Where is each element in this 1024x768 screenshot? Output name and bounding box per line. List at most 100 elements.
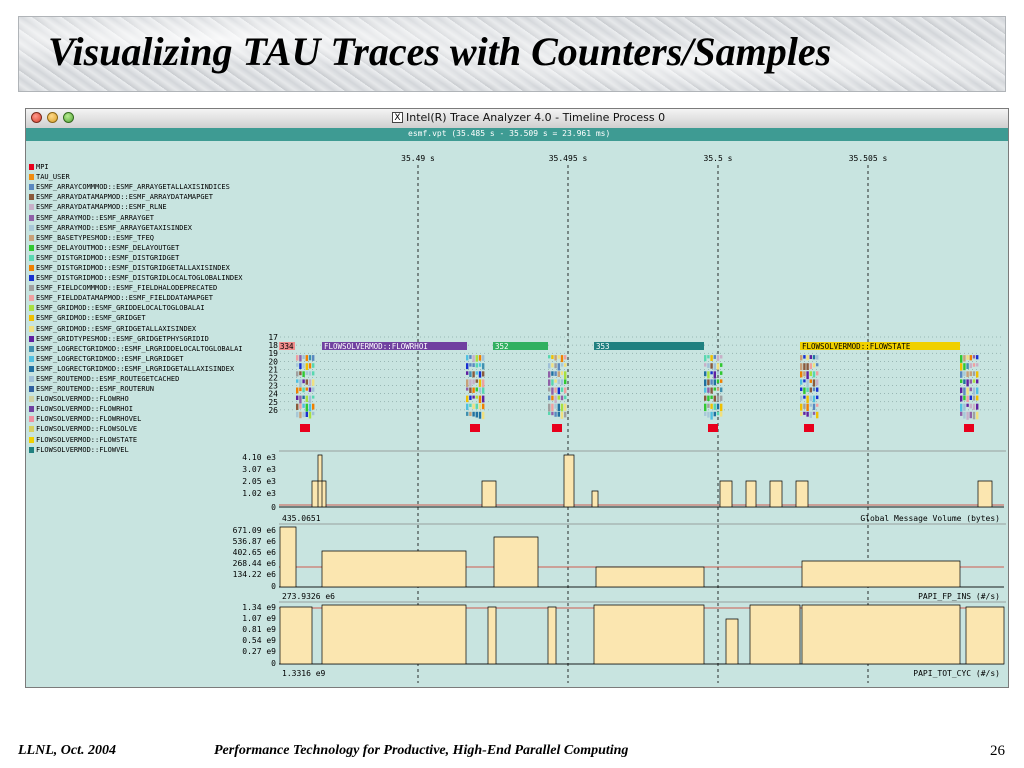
activity-segment[interactable] [960, 403, 963, 412]
activity-segment[interactable] [720, 395, 723, 401]
activity-segment[interactable] [707, 395, 710, 401]
activity-segment[interactable] [704, 371, 707, 377]
zoom-window-icon[interactable] [63, 112, 74, 123]
activity-segment[interactable] [551, 379, 554, 386]
trace-analyzer-window[interactable]: X Intel(R) Trace Analyzer 4.0 - Timeline… [25, 108, 1009, 688]
legend-item[interactable]: ESMF_DISTGRIDMOD::ESMF_DISTGRIDLOCALTOGL… [29, 273, 269, 283]
activity-segment[interactable] [302, 355, 305, 359]
activity-segment[interactable] [966, 395, 969, 402]
activity-segment[interactable] [966, 403, 969, 407]
activity-segment[interactable] [478, 371, 482, 378]
activity-segment[interactable] [308, 411, 312, 419]
activity-segment[interactable] [554, 403, 557, 409]
activity-segment[interactable] [308, 403, 312, 412]
activity-segment[interactable] [713, 379, 716, 386]
activity-segment[interactable] [564, 355, 567, 360]
activity-segment[interactable] [803, 371, 806, 377]
legend-item[interactable]: ESMF_ARRAYDATAMAPMOD::ESMF_RLNE [29, 202, 269, 212]
activity-segment[interactable] [963, 363, 966, 371]
activity-segment[interactable] [803, 379, 806, 383]
activity-segment[interactable] [554, 355, 557, 361]
activity-segment[interactable] [716, 355, 720, 362]
activity-segment[interactable] [557, 355, 560, 359]
activity-segment[interactable] [302, 403, 305, 408]
legend-item[interactable]: TAU_USER [29, 172, 269, 182]
fp-ins-area[interactable] [279, 526, 1004, 588]
activity-segment[interactable] [557, 411, 560, 417]
activity-segment[interactable] [976, 355, 979, 360]
activity-segment[interactable] [713, 411, 716, 417]
activity-segment[interactable] [963, 395, 966, 401]
activity-segment[interactable] [305, 363, 308, 370]
activity-segment[interactable] [710, 371, 713, 375]
mpi-segment[interactable] [708, 424, 718, 432]
activity-segment[interactable] [308, 371, 312, 376]
activity-segment[interactable] [466, 403, 469, 410]
activity-segment[interactable] [312, 363, 315, 368]
window-titlebar[interactable]: X Intel(R) Trace Analyzer 4.0 - Timeline… [26, 109, 1008, 129]
mpi-segment[interactable] [552, 424, 562, 432]
activity-segment[interactable] [806, 355, 809, 361]
activity-segment[interactable] [809, 411, 812, 418]
mpi-segment[interactable] [964, 424, 974, 432]
activity-segment[interactable] [305, 387, 308, 391]
activity-segment[interactable] [704, 363, 707, 367]
activity-segment[interactable] [713, 371, 716, 379]
legend-item[interactable]: ESMF_FIELDCOMMMOD::ESMF_FIELDHALODEPRECA… [29, 283, 269, 293]
activity-segment[interactable] [816, 387, 819, 392]
activity-segment[interactable] [707, 363, 710, 368]
activity-segment[interactable] [560, 355, 564, 363]
legend-item[interactable]: ESMF_ARRAYCOMMMOD::ESMF_ARRAYGETALLAXISI… [29, 182, 269, 192]
activity-segment[interactable] [466, 371, 469, 375]
activity-segment[interactable] [710, 363, 713, 369]
legend-item[interactable]: ESMF_BASETYPESMOD::ESMF_TFEQ [29, 233, 269, 243]
activity-segment[interactable] [469, 355, 472, 359]
activity-segment[interactable] [716, 371, 720, 375]
activity-segment[interactable] [809, 355, 812, 359]
activity-segment[interactable] [963, 371, 966, 377]
activity-segment[interactable] [548, 355, 551, 359]
activity-segment[interactable] [299, 395, 302, 404]
activity-segment[interactable] [809, 387, 812, 393]
activity-segment[interactable] [809, 395, 812, 402]
activity-segment[interactable] [963, 403, 966, 411]
activity-segment[interactable] [806, 403, 809, 411]
activity-segment[interactable] [548, 379, 551, 386]
activity-segment[interactable] [969, 355, 972, 361]
activity-segment[interactable] [803, 355, 806, 359]
timeline-plot[interactable]: 35.49 s 35.495 s 35.5 s 35.505 s 1718192… [26, 109, 1008, 687]
activity-segment[interactable] [966, 379, 969, 387]
activity-segment[interactable] [548, 371, 551, 378]
activity-segment[interactable] [560, 387, 564, 392]
activity-segment[interactable] [560, 403, 564, 412]
activity-segment[interactable] [551, 403, 554, 412]
activity-segment[interactable] [299, 411, 302, 419]
activity-segment[interactable] [710, 411, 713, 420]
activity-segment[interactable] [704, 395, 707, 401]
activity-segment[interactable] [806, 363, 809, 370]
activity-segment[interactable] [554, 387, 557, 393]
activity-segment[interactable] [557, 395, 560, 400]
activity-segment[interactable] [803, 363, 806, 370]
activity-segment[interactable] [960, 355, 963, 363]
activity-segment[interactable] [564, 387, 567, 394]
legend-item[interactable]: ESMF_LOGRECTGRIDMOD::ESMF_LRGRIDGET [29, 354, 269, 364]
activity-segment[interactable] [551, 411, 554, 416]
activity-segment[interactable] [710, 355, 713, 361]
activity-segment[interactable] [466, 379, 469, 387]
activity-segment[interactable] [969, 395, 972, 400]
activity-segment[interactable] [704, 379, 707, 387]
activity-segment[interactable] [475, 371, 478, 375]
activity-segment[interactable] [969, 379, 972, 384]
activity-segment[interactable] [548, 363, 551, 369]
activity-segment[interactable] [707, 403, 710, 408]
legend-item[interactable]: FLOWSOLVERMOD::FLOWRHOVEL [29, 414, 269, 424]
activity-segment[interactable] [478, 403, 482, 410]
legend-item[interactable]: ESMF_ARRAYDATAMAPMOD::ESMF_ARRAYDATAMAPG… [29, 192, 269, 202]
activity-segment[interactable] [803, 387, 806, 395]
activity-segment[interactable] [482, 363, 485, 370]
activity-segment[interactable] [707, 387, 710, 393]
activity-segment[interactable] [713, 387, 716, 391]
activity-segment[interactable] [302, 371, 305, 377]
activity-segment[interactable] [812, 395, 816, 403]
